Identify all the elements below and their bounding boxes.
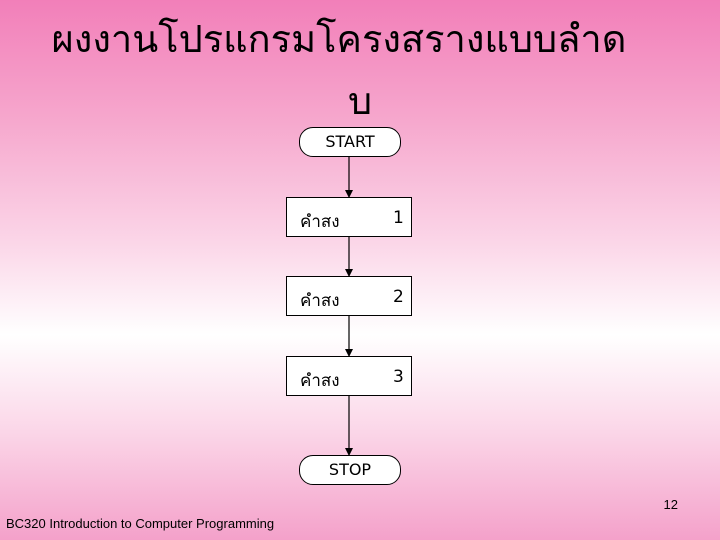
page-number: 12 [663,497,678,512]
process-step-2-label: คำสง [300,291,340,311]
start-terminal: START [299,127,401,157]
process-step-3-label: คำสง [300,371,340,391]
slide-title-line-1: ผงงานโปรแกรมโครงสรางแบบลำด [51,17,627,61]
process-step-3: คำสง 3 [286,356,412,396]
process-step-1-label: คำสง [300,212,340,232]
slide-title-line-2: บ [347,79,373,123]
footer-text: BC320 Introduction to Computer Programmi… [6,516,275,531]
stop-label: STOP [328,460,372,479]
slide-title: ผงงานโปรแกรมโครงสรางแบบลำด บ [0,8,720,132]
stop-terminal: STOP [299,455,401,485]
process-step-2: คำสง 2 [286,276,412,316]
process-step-1-number: 1 [393,208,404,228]
start-label: START [325,132,375,151]
process-step-1: คำสง 1 [286,197,412,237]
process-step-2-number: 2 [393,287,404,307]
process-step-3-number: 3 [393,367,404,387]
